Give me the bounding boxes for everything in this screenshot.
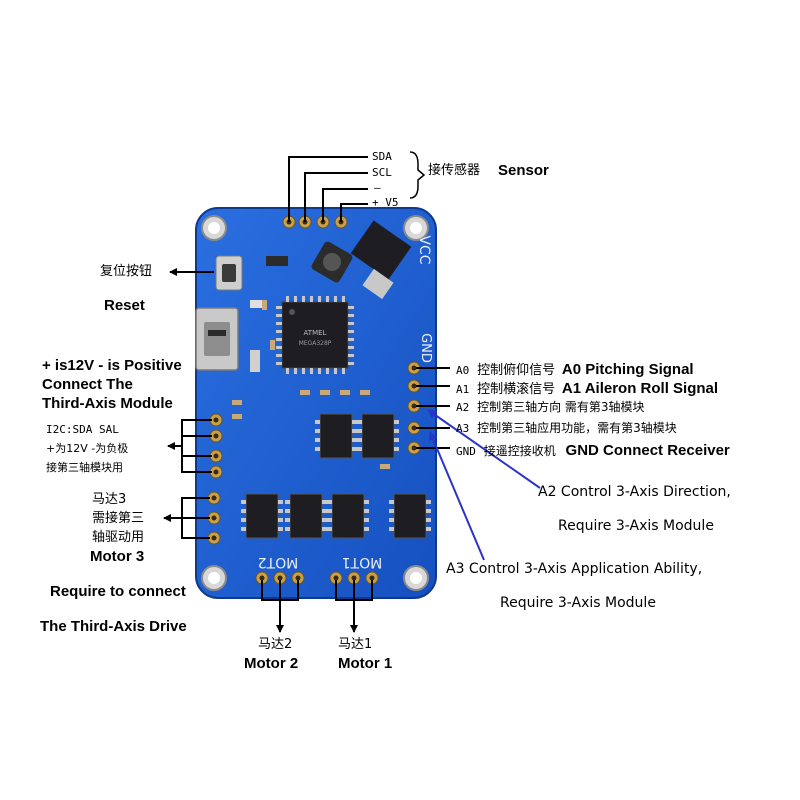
header-pin: [365, 571, 379, 585]
silk-gnd: GND: [418, 333, 433, 363]
motor3-cn-line1: 马达3: [92, 492, 127, 507]
svg-text:ATMEL: ATMEL: [304, 329, 327, 337]
sensor-pin-v5: + V5: [372, 196, 399, 209]
driver-chip: [285, 493, 327, 539]
header-pin: [291, 571, 305, 585]
driver-chip: [241, 493, 283, 539]
sensor-pin-sda: SDA: [372, 150, 392, 163]
signal-cn: 控制俯仰信号: [477, 363, 556, 378]
sensor-pin-gnd: –: [374, 181, 381, 194]
mounting-hole: [403, 565, 429, 591]
signal-en: GND Connect Receiver: [565, 442, 730, 459]
header-pin: [407, 399, 421, 413]
third-axis-cn-line2: +为12V -为负极: [46, 442, 129, 455]
motor-driver-chips: [241, 413, 431, 539]
header-pin: [347, 571, 361, 585]
signal-pin: A1: [456, 383, 470, 396]
signal-cn: 控制第三轴应用功能，需有第3轴模块: [477, 421, 677, 435]
header-pin: [209, 465, 223, 479]
silk-mot1: MOT1: [342, 554, 383, 570]
a3-note-line2: Require 3-Axis Module: [500, 595, 656, 611]
reset-button-component: [215, 255, 243, 291]
mounting-hole: [403, 215, 429, 241]
signal-cn: 接遥控接收机: [483, 444, 556, 458]
driver-chip: [357, 413, 399, 459]
svg-text:MEGA328P: MEGA328P: [299, 340, 332, 347]
mcu-pins: [276, 296, 354, 374]
motor3-cn-line3: 轴驱动用: [92, 530, 145, 545]
signal-pin: A2: [456, 401, 470, 414]
signal-row-gnd: GND 接遥控接收机 GND Connect Receiver: [456, 442, 730, 460]
a2-note-line2: Require 3-Axis Module: [558, 518, 714, 534]
driver-chip: [315, 413, 357, 459]
header-pin: [407, 361, 421, 375]
signal-row-a1: A1 控制横滚信号 A1 Aileron Roll Signal: [456, 380, 718, 398]
inductor: [311, 241, 353, 283]
motor2-label-en: Motor 2: [244, 655, 299, 672]
signal-row-a3: A3 控制第三轴应用功能，需有第3轴模块: [456, 421, 677, 436]
smd-parts: [232, 300, 390, 469]
sensor-label-en: Sensor: [498, 162, 549, 179]
reset-label-cn: 复位按钮: [100, 264, 153, 279]
sensor-label-cn: 接传感器: [428, 163, 481, 178]
third-axis-title-line3: Third-Axis Module: [42, 395, 173, 412]
motor3-label-en: Motor 3: [90, 548, 145, 565]
third-axis-title-line1: + is12V - is Positive: [42, 357, 182, 374]
a2-note-line1: A2 Control 3-Axis Direction,: [538, 484, 731, 500]
signal-en: A0 Pitching Signal: [561, 361, 694, 378]
header-pin: [207, 511, 221, 525]
header-pin: [407, 441, 421, 455]
signal-en: A1 Aileron Roll Signal: [561, 380, 719, 397]
mcu-chip: ATMEL MEGA328P: [281, 301, 349, 369]
regulator: [350, 220, 412, 300]
driver-chip: [327, 493, 369, 539]
silk-vcc: VCC: [416, 235, 432, 264]
led: [250, 300, 262, 308]
motor1-label-cn: 马达1: [338, 637, 373, 652]
diode: [266, 256, 288, 266]
motor3-cn-line2: 需接第三: [92, 511, 145, 526]
motor2-label-cn: 马达2: [258, 637, 293, 652]
mounting-hole: [201, 215, 227, 241]
crystal: [250, 350, 260, 372]
third-axis-title-line2: Connect The: [42, 376, 133, 393]
signal-cn: 控制第三轴方向 需有第3轴模块: [477, 400, 645, 414]
mounting-hole: [201, 565, 227, 591]
silk-mot2: MOT2: [258, 554, 299, 570]
motor1-label-en: Motor 1: [338, 655, 393, 672]
pcb-board: ATMEL MEGA328P: [195, 207, 437, 599]
header-pin: [207, 491, 221, 505]
motor3-note-line2: The Third-Axis Drive: [40, 618, 187, 635]
header-pin: [207, 531, 221, 545]
third-axis-cn-line1: I2C:SDA SAL: [46, 423, 119, 436]
reset-label-en: Reset: [104, 297, 145, 314]
a3-note-line1: A3 Control 3-Axis Application Ability,: [446, 561, 703, 577]
driver-chip: [389, 493, 431, 539]
leader-lines: [163, 151, 450, 633]
signal-pin: A0: [456, 364, 470, 377]
signal-row-a0: A0 控制俯仰信号 A0 Pitching Signal: [456, 361, 694, 379]
signal-pin: GND: [456, 445, 476, 458]
signal-row-a2: A2 控制第三轴方向 需有第3轴模块: [456, 400, 645, 415]
third-axis-cn-line3: 接第三轴模块用: [46, 461, 123, 474]
motor3-note-line1: Require to connect: [50, 583, 186, 600]
signal-pin: A3: [456, 422, 470, 435]
sensor-pin-scl: SCL: [372, 166, 392, 179]
signal-cn: 控制横滚信号: [477, 382, 556, 397]
usb-connector: [195, 307, 239, 371]
blue-callout-arrows: [427, 409, 541, 561]
